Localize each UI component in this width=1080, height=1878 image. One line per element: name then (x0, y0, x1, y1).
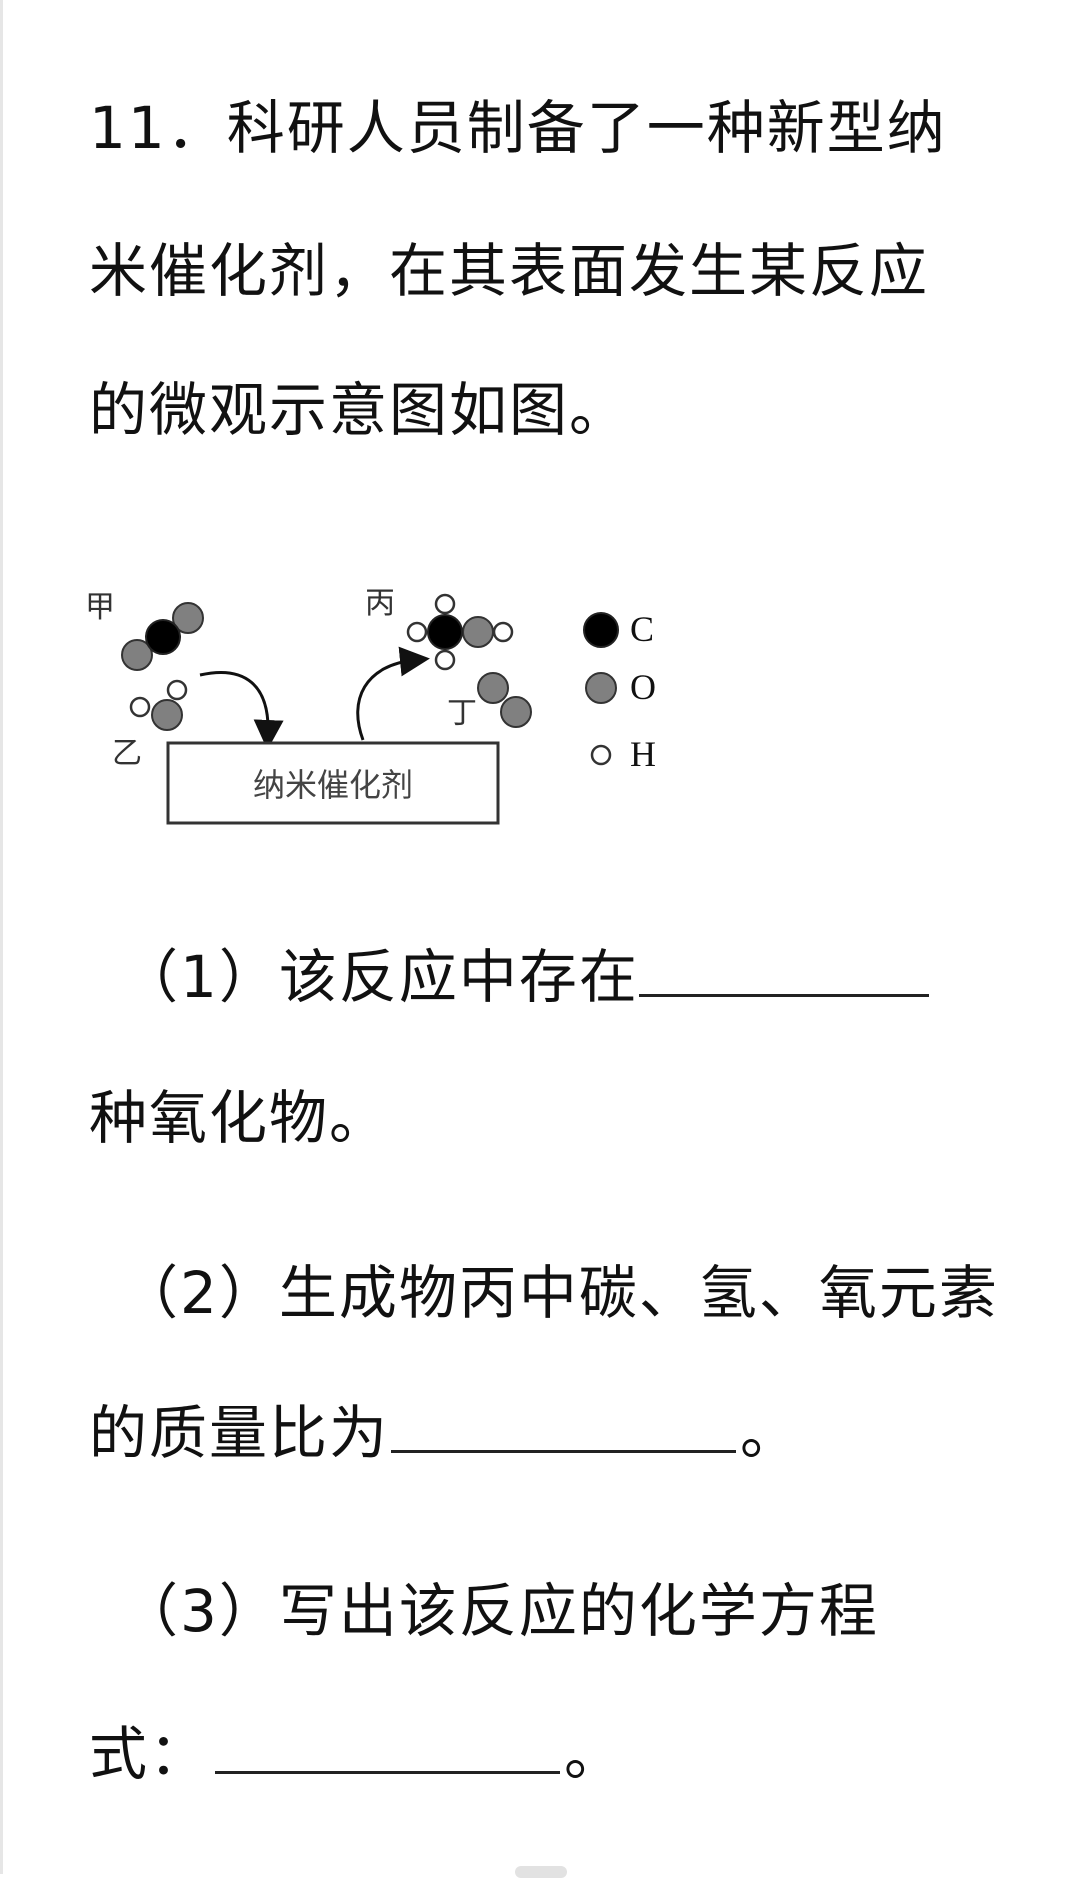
molecule-bing-ch3oh-icon (406, 593, 514, 671)
micro-reaction-svg (121, 593, 619, 825)
bottom-handle[interactable] (515, 1866, 567, 1878)
part-3-text: 式： (89, 1720, 210, 1788)
part-2-answer-blank[interactable] (391, 1398, 737, 1453)
part-2-line-2: 的质量比为 。 (89, 1398, 800, 1468)
label-ding: 丁 (447, 696, 477, 731)
stem-line-3: 的微观示意图如图。 (89, 376, 630, 444)
part-3-line-1: （3）写出该反应的化学方程 (120, 1577, 879, 1645)
part-2-text: 的质量比为 (89, 1399, 390, 1467)
arrow-out-icon (356, 646, 430, 741)
label-yi: 乙 (112, 736, 142, 771)
legend-hydrogen-icon (590, 744, 612, 766)
part-3-line-2: 式： 。 (89, 1719, 624, 1789)
part-2-line-1: （2）生成物丙中碳、氢、氧元素 (120, 1259, 999, 1327)
molecule-jia-co2-icon (121, 602, 204, 671)
legend-oxygen-icon (585, 672, 617, 704)
part-1-line-1: （1）该反应中存在 (120, 942, 933, 1012)
legend-h-label: H (630, 734, 656, 774)
legend-carbon-icon (583, 612, 619, 648)
legend-c-label: C (630, 609, 655, 649)
arrow-in-icon (199, 671, 284, 750)
part-2-period: 。 (740, 1399, 801, 1467)
catalyst-box (166, 741, 500, 825)
reaction-diagram: 甲 乙 丙 丁 纳米催化剂 C O H (80, 560, 700, 850)
catalyst-label: 纳米催化剂 (252, 766, 413, 804)
part-3-period: 。 (564, 1720, 625, 1788)
part-1-line-2: 种氧化物。 (89, 1084, 390, 1152)
part-1-answer-blank[interactable] (638, 942, 929, 997)
stem-line-1: 11．科研人员制备了一种新型纳 (89, 94, 947, 162)
page-edge (0, 0, 3, 1874)
legend-o-label: O (630, 667, 656, 707)
molecule-ding-o2-icon (477, 672, 532, 728)
label-bing: 丙 (365, 586, 395, 621)
molecule-yi-h2o-icon (129, 679, 188, 731)
part-1-text: （1）该反应中存在 (120, 943, 639, 1011)
label-jia: 甲 (85, 590, 115, 625)
part-3-answer-blank[interactable] (215, 1719, 561, 1774)
stem-line-2: 米催化剂，在其表面发生某反应 (89, 237, 930, 305)
